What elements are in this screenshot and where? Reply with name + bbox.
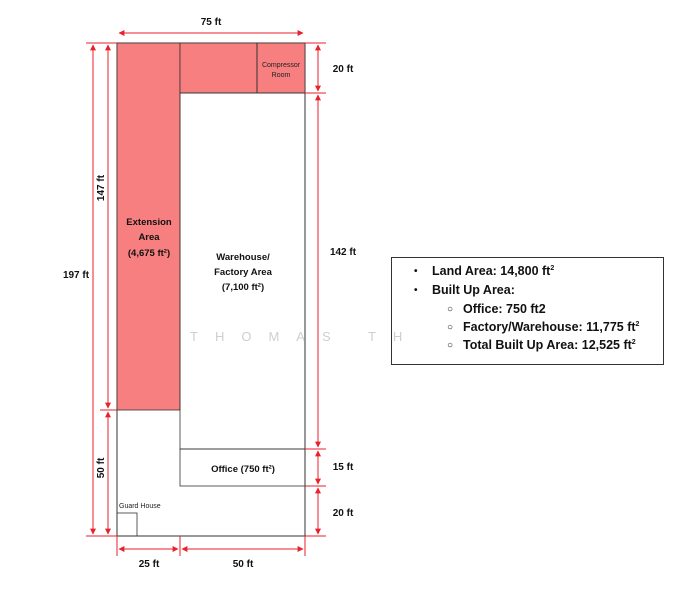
sq-sup: 2	[550, 264, 555, 272]
built-up-heading: Built Up Area:	[432, 283, 515, 297]
guard-house	[116, 512, 138, 537]
dim-bottom-right-label: 50 ft	[233, 559, 254, 570]
sub-bullet-icon: ○	[447, 304, 454, 315]
extension-label: Extension	[126, 217, 172, 228]
dim-right-office-label: 15 ft	[333, 462, 354, 473]
land-area: Land Area: 14,800 ft2	[432, 264, 554, 278]
office-area	[179, 448, 306, 487]
bullet-icon: •	[414, 266, 418, 277]
extension-area	[116, 42, 181, 411]
bullet-icon: •	[414, 285, 418, 296]
office-label: Office (750 ft²)	[211, 464, 275, 475]
sub-bullet-icon: ○	[447, 322, 454, 333]
extension-label-2: Area	[138, 232, 160, 243]
dim-right-warehouse-label: 142 ft	[330, 247, 357, 258]
factory-area: Factory/Warehouse: 11,775 ft2	[463, 320, 639, 334]
extension-area-value: (4,675 ft²)	[128, 248, 170, 259]
land-area-text: Land Area: 14,800 ft	[432, 264, 551, 278]
dim-right-front-label: 20 ft	[333, 508, 354, 519]
dim-front-label: 50 ft	[96, 457, 107, 478]
office-area-text: Office: 750 ft2	[463, 302, 546, 316]
area-summary-box: • Land Area: 14,800 ft2 • Built Up Area:…	[391, 257, 664, 365]
warehouse-area-value: (7,100 ft²)	[222, 282, 264, 293]
sq-sup: 2	[631, 338, 636, 346]
dim-right-top-label: 20 ft	[333, 64, 354, 75]
top-band	[179, 42, 306, 94]
factory-area-text: Factory/Warehouse: 11,775 ft	[463, 320, 636, 334]
compressor-label: Compressor	[262, 62, 301, 69]
dim-extension-label: 147 ft	[96, 174, 107, 201]
total-built-up-text: Total Built Up Area: 12,525 ft	[463, 338, 632, 352]
guard-house-label: Guard House	[119, 503, 161, 510]
warehouse-label: Warehouse/	[216, 252, 270, 263]
dim-bottom-left-label: 25 ft	[139, 559, 160, 570]
sub-bullet-icon: ○	[447, 340, 454, 351]
dim-total-depth-label: 197 ft	[63, 270, 90, 281]
sq-sup: 2	[635, 320, 640, 328]
warehouse-label-2: Factory Area	[214, 267, 272, 278]
dim-top-label: 75 ft	[201, 17, 222, 28]
total-built-up: Total Built Up Area: 12,525 ft2	[463, 338, 636, 352]
compressor-label-2: Room	[272, 72, 291, 79]
